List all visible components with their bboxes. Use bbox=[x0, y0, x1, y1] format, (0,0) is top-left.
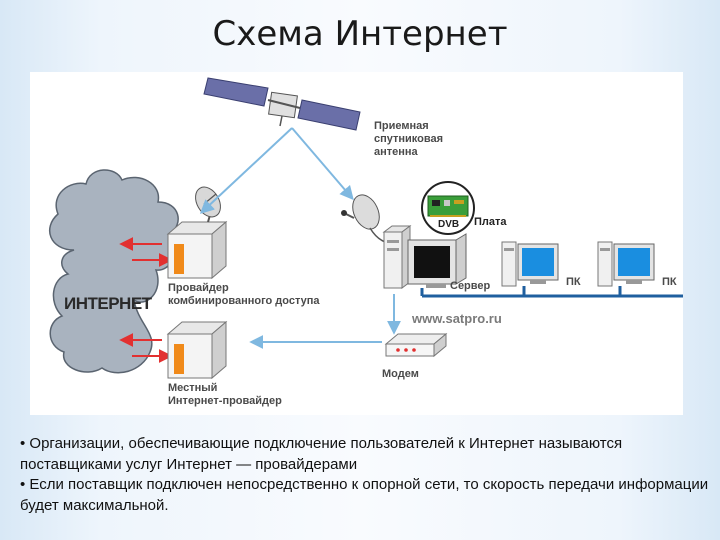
pc1-label: ПК bbox=[566, 276, 581, 289]
server-computer bbox=[384, 226, 466, 288]
pc2-label: ПК bbox=[662, 276, 677, 289]
provider-label: Провайдер комбинированного доступа bbox=[168, 282, 320, 308]
local-provider-label-line-2: Интернет-провайдер bbox=[168, 395, 282, 408]
pc-1 bbox=[502, 242, 558, 286]
modem-label: Модем bbox=[382, 368, 419, 381]
provider-building bbox=[168, 222, 226, 278]
beam-to-receiver bbox=[292, 128, 352, 198]
server-label: Сервер bbox=[450, 280, 490, 293]
satellite-antenna-label-line-3: антенна bbox=[374, 146, 443, 159]
provider-dish-icon bbox=[190, 183, 225, 222]
local-provider-label-line-1: Местный bbox=[168, 382, 282, 395]
website-label: www.satpro.ru bbox=[412, 312, 502, 325]
satellite-antenna-label-line-2: спутниковая bbox=[374, 133, 443, 146]
internet-diagram: ИНТЕРНЕТ Приемная спутниковая антенна DV… bbox=[30, 72, 683, 415]
local-provider-building bbox=[168, 322, 226, 378]
beam-to-provider bbox=[202, 128, 292, 212]
slide-title: Схема Интернет bbox=[0, 14, 720, 54]
satellite-antenna-label: Приемная спутниковая антенна bbox=[374, 120, 443, 159]
cloud-label: ИНТЕРНЕТ bbox=[64, 294, 152, 314]
internet-cloud bbox=[50, 170, 178, 373]
provider-label-line-2: комбинированного доступа bbox=[168, 295, 320, 308]
local-provider-label: Местный Интернет-провайдер bbox=[168, 382, 282, 408]
bullet-list: • Организации, обеспечивающие подключени… bbox=[20, 434, 710, 516]
pc-2 bbox=[598, 242, 654, 286]
bullet-item-1: • Организации, обеспечивающие подключени… bbox=[20, 434, 710, 475]
provider-label-line-1: Провайдер bbox=[168, 282, 320, 295]
modem-device bbox=[386, 334, 446, 356]
board-label: Плата bbox=[474, 216, 507, 229]
dvb-label: DVB bbox=[438, 218, 459, 231]
diagram-graphics bbox=[30, 72, 683, 415]
bullet-item-2: • Если поставщик подключен непосредствен… bbox=[20, 475, 710, 516]
satellite-antenna-label-line-1: Приемная bbox=[374, 120, 443, 133]
satellite-icon bbox=[204, 78, 360, 130]
